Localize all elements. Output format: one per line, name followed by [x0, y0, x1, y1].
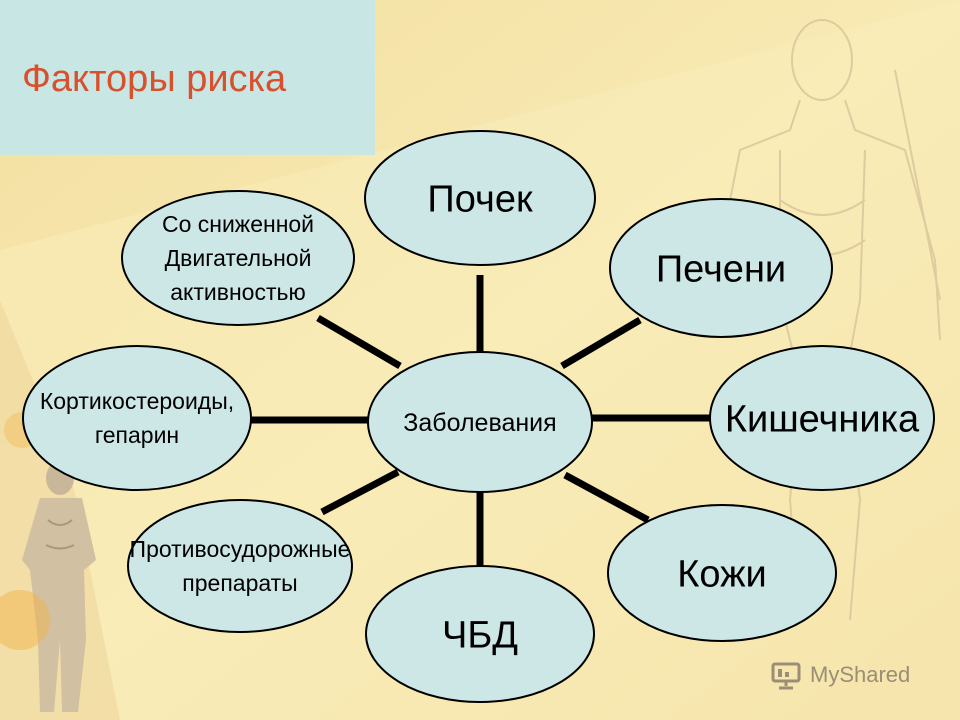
node-skin-label: Кожи — [677, 553, 767, 595]
node-corticosteroids-ellipse — [22, 345, 252, 491]
node-anticonvulsants-label: препараты — [182, 570, 297, 596]
watermark: MyShared — [770, 658, 910, 692]
slide-title: Факторы риска — [22, 58, 287, 100]
watermark-text: MyShared — [810, 662, 911, 687]
title-box: Факторы риска — [0, 0, 375, 155]
connector-liver — [560, 316, 642, 370]
node-chbd-ellipse — [365, 565, 595, 703]
connector-anticonvulsants — [320, 468, 400, 516]
node-kidneys-label: Почек — [427, 178, 533, 220]
node-skin-ellipse — [607, 504, 837, 642]
connector-skin — [563, 471, 650, 524]
node-corticosteroids-label: гепарин — [95, 422, 179, 448]
node-liver-label: Печени — [656, 248, 786, 290]
node-low-activity-ellipse — [121, 190, 355, 326]
node-intestine-ellipse — [709, 345, 935, 491]
node-liver-ellipse — [609, 198, 833, 338]
node-intestine-label: Кишечника — [725, 398, 920, 440]
node-corticosteroids-label: Кортикостероиды, — [40, 388, 234, 414]
node-low-activity-label: Двигательной — [165, 245, 312, 271]
node-low-activity-label: активностью — [170, 279, 305, 305]
presentation-board-icon — [771, 662, 801, 690]
center-node-label: Заболевания — [403, 409, 556, 437]
center-node-ellipse — [367, 351, 593, 493]
node-anticonvulsants-ellipse — [127, 499, 353, 633]
connector-low-activity — [316, 314, 402, 370]
node-chbd-label: ЧБД — [442, 614, 518, 656]
node-anticonvulsants-label: Противосудорожные — [130, 536, 351, 562]
node-low-activity-label: Со сниженной — [162, 211, 314, 237]
node-kidneys-ellipse — [364, 130, 596, 266]
